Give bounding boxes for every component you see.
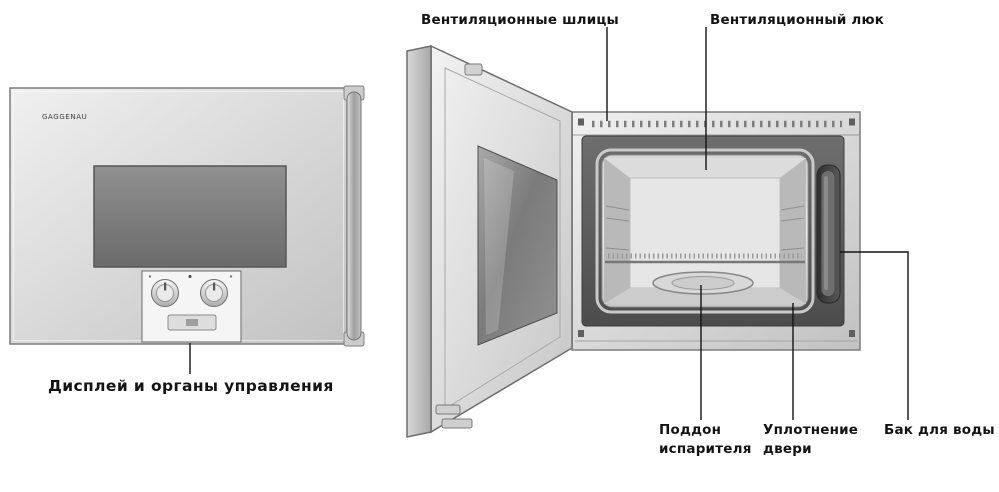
door-latch [464, 63, 483, 76]
cavity-ceiling [604, 158, 806, 178]
label-ventilation-slots: Вентиляционные шлицы [421, 12, 619, 28]
frame-screw-bottom-left [578, 330, 584, 337]
label-evaporator-tray: Поддон испарителя [659, 421, 752, 459]
panel-display-glyph [186, 319, 198, 326]
cavity-floor [604, 288, 806, 304]
label-door-seal-line2: двери [763, 441, 812, 457]
frame-screw-bottom-right [849, 330, 855, 337]
door-hinge-lower [441, 418, 473, 429]
rack-rail [780, 217, 805, 222]
label-display-controls: Дисплей и органы управления [48, 377, 334, 395]
leader-water-tank [840, 251, 909, 420]
rack-rail [780, 247, 805, 251]
label-ventilation-hatch: Вентиляционный люк [710, 12, 885, 28]
cavity-back-wall [629, 177, 781, 289]
label-evaporator-tray-line1: Поддон [659, 422, 722, 438]
frame-screw-top-right [849, 118, 855, 126]
cavity-left-wall [604, 158, 630, 304]
panel-mark-right [229, 275, 233, 278]
rack-rail [605, 247, 630, 251]
oven-cavity [601, 154, 809, 308]
door-handle [343, 85, 365, 347]
label-door-seal-line1: Уплотнение [763, 422, 859, 438]
evaporator-tray-inner [671, 276, 735, 290]
door-window-reflection [484, 158, 514, 335]
door-inner-frame [444, 67, 561, 410]
cavity-right-wall [780, 158, 806, 304]
panel-mark-left [148, 275, 152, 278]
rack-rail [605, 205, 630, 211]
display-window [93, 165, 287, 268]
control-panel [141, 270, 242, 343]
frame-screw-top-left [578, 118, 584, 126]
open-view-unit [571, 111, 861, 351]
right-knob-indicator [213, 282, 216, 291]
front-view-unit: GAGGENAU [9, 85, 365, 347]
water-tank [816, 164, 841, 304]
door-edge [406, 45, 432, 438]
open-door [406, 44, 573, 438]
brand-logo: GAGGENAU [42, 113, 87, 121]
door-window [477, 145, 558, 346]
label-evaporator-tray-line2: испарителя [659, 441, 752, 457]
panel-mark-center [188, 275, 192, 278]
rack-rail [605, 217, 630, 222]
left-knob-indicator [164, 282, 167, 291]
door-seal [595, 148, 815, 314]
leader-lines [189, 27, 909, 420]
label-water-tank: Бак для воды [884, 422, 995, 438]
label-door-seal: Уплотнение двери [763, 421, 858, 459]
rack-rail [780, 205, 805, 211]
door-hinge-upper [435, 404, 461, 415]
